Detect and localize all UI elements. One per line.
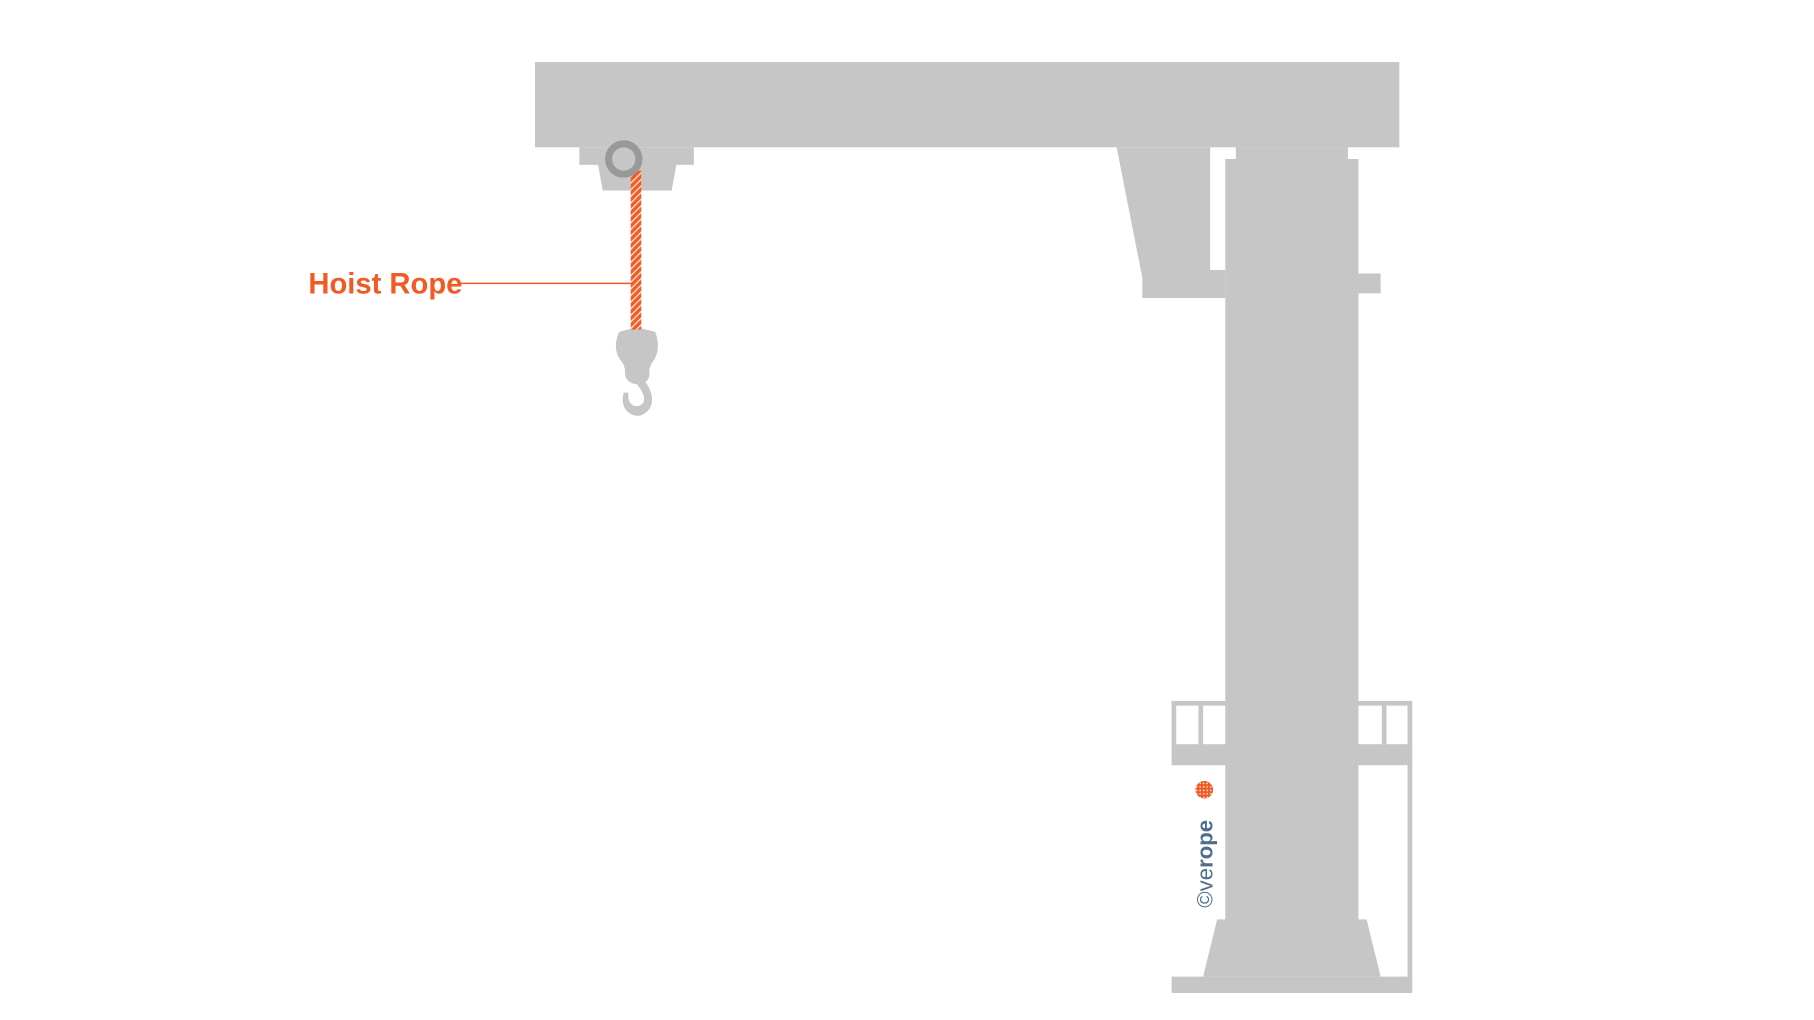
verope-mark-icon: [1195, 780, 1214, 799]
railing-post: [1198, 700, 1204, 748]
hook-block: [615, 327, 658, 385]
column: [1225, 158, 1359, 921]
crane-structure: [534, 62, 1413, 993]
logo-text-light: ve: [1192, 868, 1217, 891]
column-tab: [1358, 273, 1381, 294]
copyright-symbol: ©: [1192, 891, 1217, 907]
hoist-rope: [630, 170, 642, 330]
jib-boom: [534, 62, 1400, 148]
railing-top: [1171, 700, 1413, 706]
railing-post: [1381, 700, 1387, 748]
hook: [622, 380, 653, 416]
verope-logo: ©verope: [1192, 820, 1217, 908]
platform: [1171, 744, 1413, 766]
sheave-icon: [605, 140, 643, 178]
boom-bracket: [1116, 147, 1226, 298]
column-base: [1203, 919, 1381, 977]
svg-text:©verope: ©verope: [1192, 820, 1217, 908]
base-plate: [1171, 976, 1413, 993]
railing-post: [1407, 700, 1413, 993]
column-cap: [1235, 147, 1348, 162]
logo-text-bold: rope: [1192, 820, 1217, 868]
hoist-rope-label: Hoist Rope: [308, 268, 462, 300]
railing-post: [1171, 700, 1177, 748]
